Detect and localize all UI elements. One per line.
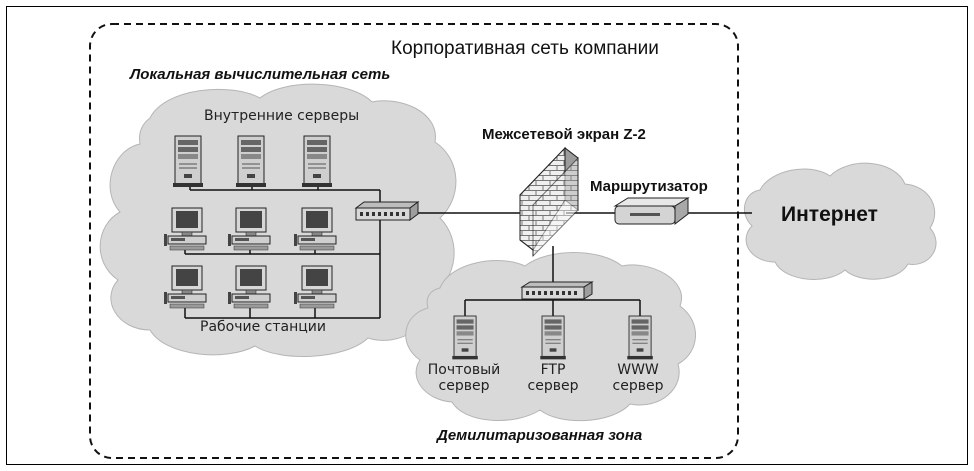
router-label: Маршрутизатор <box>590 178 708 195</box>
firewall-label: Межсетевой экран Z-2 <box>482 126 646 143</box>
workstations-label: Рабочие станции <box>200 319 326 335</box>
dmz-title: Демилитаризованная зона <box>437 427 643 444</box>
dmz-switch-icon <box>520 281 594 300</box>
lan-switch-icon <box>354 201 420 221</box>
ftp-server-line2: сервер <box>527 378 579 395</box>
lan-title: Локальная вычислительная сеть <box>130 66 391 83</box>
corporate-network-boundary <box>89 23 739 459</box>
www-server-line2: сервер <box>612 378 664 395</box>
www-server-icon <box>626 315 654 360</box>
ftp-server-icon <box>539 315 567 360</box>
mail-server-icon <box>451 315 479 360</box>
ftp-server-label: FTP сервер <box>520 362 586 394</box>
backbone-links <box>414 212 752 316</box>
www-server-label: WWW сервер <box>605 362 671 394</box>
mail-server-line1: Почтовый <box>427 362 501 378</box>
internet-cloud <box>743 162 937 280</box>
mail-server-line2: сервер <box>438 378 490 395</box>
corporate-network-title: Корпоративная сеть компании <box>391 38 659 59</box>
router-icon <box>613 197 690 226</box>
internet-label: Интернет <box>781 203 878 226</box>
internal-server-2 <box>235 135 267 188</box>
internal-server-3 <box>301 135 333 188</box>
www-server-line1: WWW <box>617 362 659 378</box>
mail-server-label: Почтовый сервер <box>426 362 502 394</box>
firewall-icon <box>519 146 579 258</box>
internal-server-1 <box>172 135 204 188</box>
internal-servers-label: Внутренние серверы <box>204 108 360 124</box>
ftp-server-line1: FTP <box>540 362 566 378</box>
